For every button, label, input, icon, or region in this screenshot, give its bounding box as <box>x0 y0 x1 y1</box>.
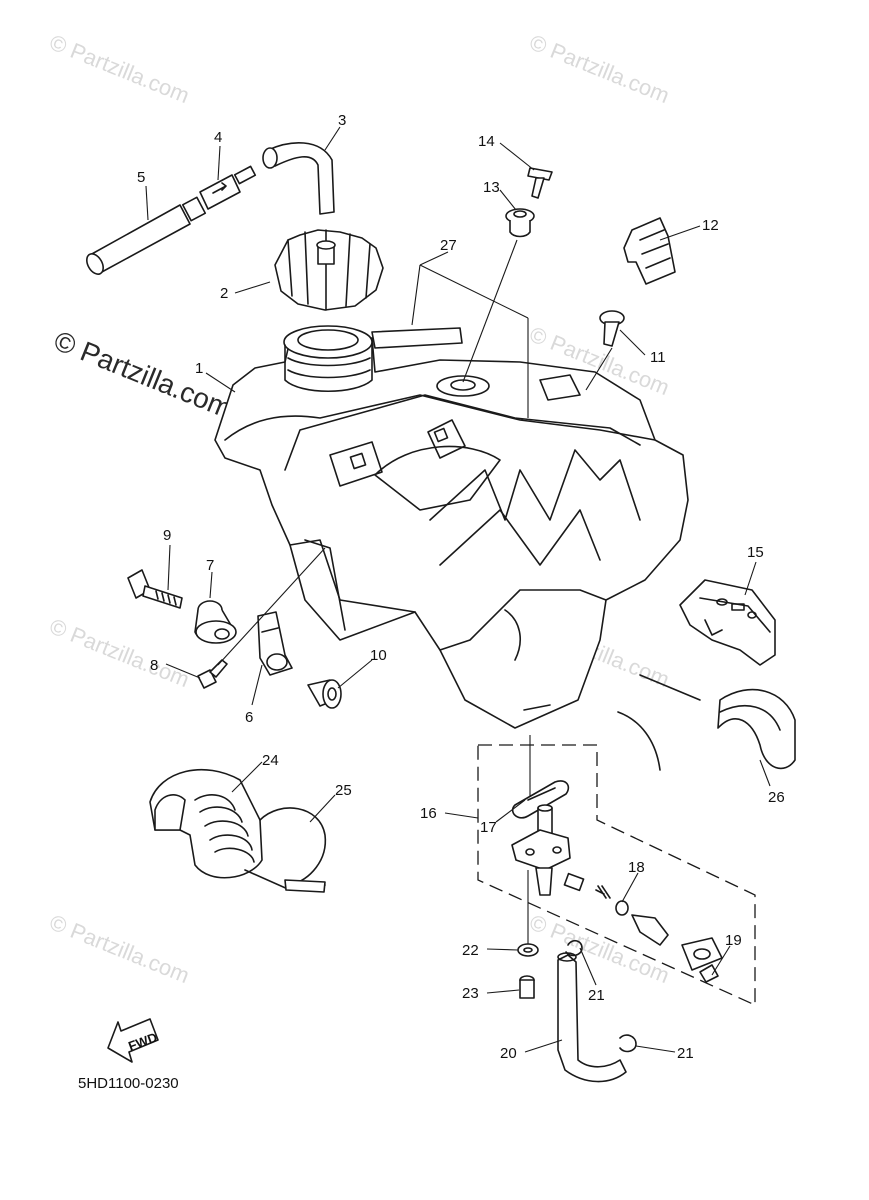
callout-11: 11 <box>650 349 666 366</box>
fuel-cap-part <box>274 229 384 311</box>
grommet-part <box>505 208 535 238</box>
callout-5: 5 <box>137 169 145 186</box>
damper-bracket-part <box>679 579 776 666</box>
callout-26: 26 <box>768 789 785 806</box>
callout-8: 8 <box>150 657 158 674</box>
fuel-pipe-part <box>557 952 627 1083</box>
callout-12: 12 <box>702 217 719 234</box>
hose-clip-small-part <box>565 939 637 1053</box>
callout-3: 3 <box>338 112 346 129</box>
callout-4: 4 <box>214 129 222 146</box>
assembly-leaders <box>527 735 531 950</box>
callout-20: 20 <box>500 1045 517 1062</box>
callout-1: 1 <box>195 360 203 377</box>
washer-part <box>517 943 539 957</box>
screw-part <box>527 167 553 199</box>
gasket-part <box>511 780 570 819</box>
fuel-tank-part <box>214 325 689 729</box>
watermark: © Partzilla.com <box>526 29 673 108</box>
watermark: © Partzilla.com <box>46 29 193 108</box>
bracket-bolt-part <box>197 659 228 689</box>
hose-clip-part <box>623 217 676 285</box>
callout-25: 25 <box>335 782 352 799</box>
drawing-code: 5HD1100-0230 <box>78 1075 179 1092</box>
callout-2: 2 <box>220 285 228 302</box>
callout-21: 21 <box>677 1045 694 1062</box>
mounting-bolt-part <box>127 569 183 609</box>
callout-leaders <box>145 126 771 1053</box>
callout-15: 15 <box>747 544 764 561</box>
callout-18: 18 <box>628 859 645 876</box>
drain-screw-part <box>519 975 535 999</box>
breather-pipe-part <box>262 142 335 215</box>
fuel-cock-lever-part <box>563 872 669 946</box>
fuel-cock-assembly-box <box>477 744 756 1007</box>
spacer-part <box>307 679 342 709</box>
tank-band-part <box>617 674 796 771</box>
bolt-part <box>599 310 625 347</box>
breather-valve-part <box>181 165 257 222</box>
fuel-cock-part <box>511 804 571 896</box>
callout-16: 16 <box>420 805 437 822</box>
callout-14: 14 <box>478 133 495 150</box>
hose-clamp-part <box>244 807 327 893</box>
watermark: © Partzilla.com <box>46 909 193 988</box>
emblem-label-part <box>371 327 463 349</box>
watermark: © Partzilla.com <box>46 613 193 692</box>
callout-7: 7 <box>206 557 214 574</box>
callout-17: 17 <box>480 819 497 836</box>
forward-direction-arrow: FWD <box>107 1018 159 1063</box>
callout-21: 21 <box>588 987 605 1004</box>
coil-hose-part <box>149 768 263 879</box>
fuel-hose-part <box>86 204 191 275</box>
callout-10: 10 <box>370 647 387 664</box>
callout-22: 22 <box>462 942 479 959</box>
bracket-part <box>257 611 293 676</box>
callout-27: 27 <box>440 237 457 254</box>
callout-24: 24 <box>262 752 279 769</box>
collar-part <box>194 600 237 644</box>
callout-23: 23 <box>462 985 479 1002</box>
callout-19: 19 <box>725 932 742 949</box>
callout-13: 13 <box>483 179 500 196</box>
callout-9: 9 <box>163 527 171 544</box>
callout-6: 6 <box>245 709 253 726</box>
callout-labels: 1 2 3 4 5 6 7 8 9 10 11 12 13 14 15 16 1… <box>137 112 785 1062</box>
